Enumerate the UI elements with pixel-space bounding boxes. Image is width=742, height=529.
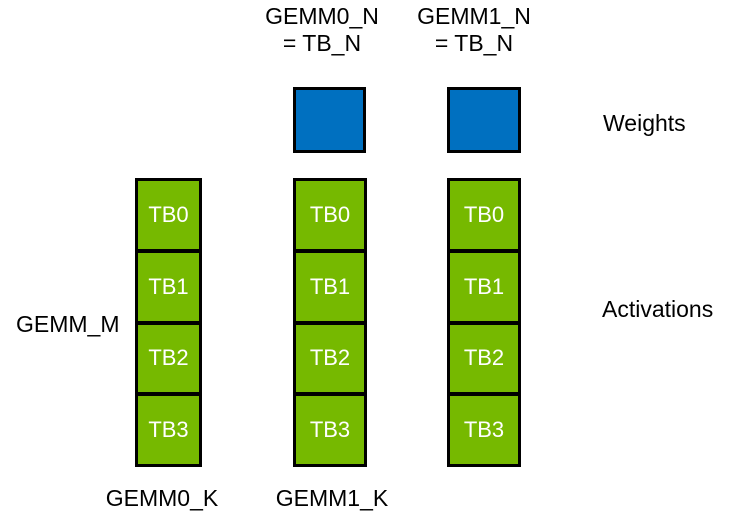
tb-block-1: TB1 (296, 248, 364, 321)
tb-block-0: TB0 (148, 201, 189, 227)
tb-block-1: TB1 (138, 248, 199, 321)
tb-block-2: TB2 (138, 320, 199, 393)
activations-column-2: TB0 TB1 TB2 TB3 (447, 178, 521, 467)
label-gemm0-n-line1: GEMM0_N (265, 3, 379, 29)
label-gemm1-n: GEMM1_N = TB_N (399, 3, 549, 57)
tb-block-0: TB0 (309, 201, 351, 227)
label-gemm0-n: GEMM0_N = TB_N (247, 3, 397, 57)
tb-block-2: TB2 (296, 320, 364, 393)
label-weights: Weights (603, 110, 686, 136)
label-gemm1-n-line2: = TB_N (434, 30, 514, 56)
label-gemm1-k: GEMM1_K (275, 485, 389, 511)
tb-block-3: TB3 (138, 392, 199, 464)
weights-square-0 (293, 87, 366, 153)
tb-block-3: TB3 (296, 392, 364, 464)
tb-block-1: TB1 (450, 248, 518, 321)
label-gemm0-k: GEMM0_K (105, 485, 219, 511)
activations-column-1: TB0 TB1 TB2 TB3 (293, 178, 367, 467)
activations-column-0: TB0 TB1 TB2 TB3 (135, 178, 202, 467)
weights-square-1 (447, 87, 521, 153)
label-gemm0-n-line2: = TB_N (282, 30, 362, 56)
tb-block-2: TB2 (450, 320, 518, 393)
tb-block-0: TB0 (463, 201, 505, 227)
label-activations: Activations (602, 296, 714, 322)
label-gemm-m: GEMM_M (16, 311, 120, 337)
label-gemm1-n-line1: GEMM1_N (417, 3, 531, 29)
tb-block-3: TB3 (450, 392, 518, 464)
